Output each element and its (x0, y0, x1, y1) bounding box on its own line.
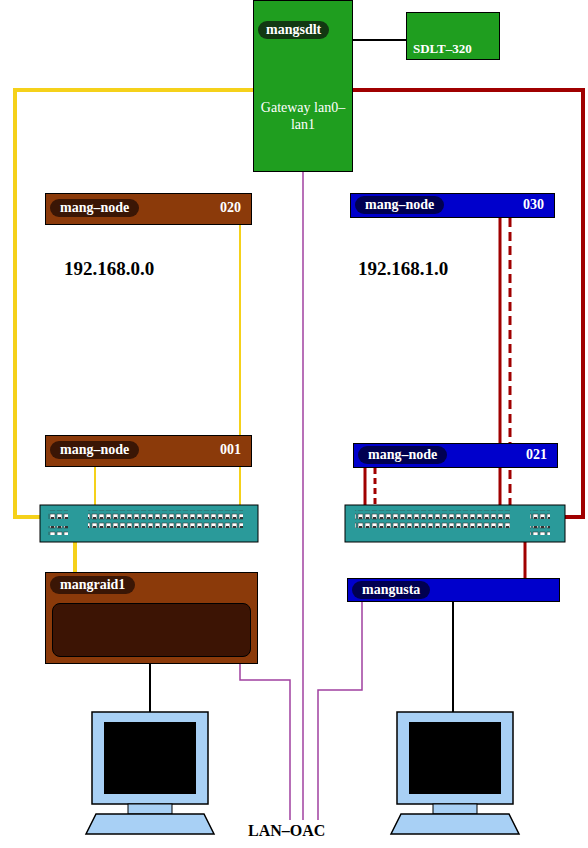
spacer (360, 48, 361, 172)
raid-panel (52, 603, 251, 657)
raid-cable (73, 540, 77, 573)
lan0-cable (15, 90, 258, 517)
network-switch (40, 505, 258, 542)
compute-node: mang–node 020 (45, 193, 252, 225)
switch-ports (48, 510, 68, 519)
node-detail: 001 (220, 442, 241, 458)
switch-ports (48, 526, 68, 535)
node-detail: 021 (526, 447, 547, 463)
node-name: SDLT–320 (413, 41, 472, 57)
node-name: mangusta (352, 581, 430, 599)
node-name: mang–node (358, 446, 447, 464)
workstation-monitor (86, 712, 214, 834)
node-name: mang–node (50, 441, 139, 459)
switch-ports (355, 510, 510, 528)
switch-ports (88, 510, 243, 528)
subnet-label: 192.168.0.0 (62, 258, 156, 280)
node-name: mangraid1 (50, 576, 135, 594)
data-cable (353, 39, 406, 41)
server-cable (524, 540, 527, 579)
lan-cable (240, 664, 290, 820)
node-cable (239, 225, 241, 516)
node-detail: Gateway lan0–lan1 (258, 99, 348, 133)
lan-cable (302, 172, 304, 820)
lan-cable (318, 602, 362, 820)
compute-node: mang–node 030 (350, 193, 555, 218)
node-detail: 030 (523, 197, 544, 213)
compute-node: mang–node 001 (45, 435, 252, 467)
network-switch (345, 505, 565, 542)
switch-ports (530, 526, 550, 535)
compute-node: mang–node 021 (353, 443, 558, 468)
node-name: mang–node (50, 199, 139, 217)
tape-drive-box: SDLT–320 (406, 12, 500, 60)
switch-ports (530, 510, 550, 519)
node-detail: 020 (220, 200, 241, 216)
server-box: mangusta (347, 578, 560, 602)
workstation-monitor (391, 712, 519, 834)
gateway-box: mangsdltGateway lan0–lan1 (253, 0, 353, 172)
node-cable (499, 218, 502, 516)
raid-server: mangraid1 (45, 572, 258, 664)
lan1-cable (352, 90, 583, 517)
monitor-cable (452, 602, 454, 712)
node-name: mangsdlt (258, 21, 329, 39)
monitor-cable (149, 664, 151, 712)
subnet-label: 192.168.1.0 (356, 258, 450, 280)
node-name: mang–node (355, 196, 444, 214)
node-cable (509, 218, 512, 516)
network-label: LAN–OAC (246, 822, 327, 840)
